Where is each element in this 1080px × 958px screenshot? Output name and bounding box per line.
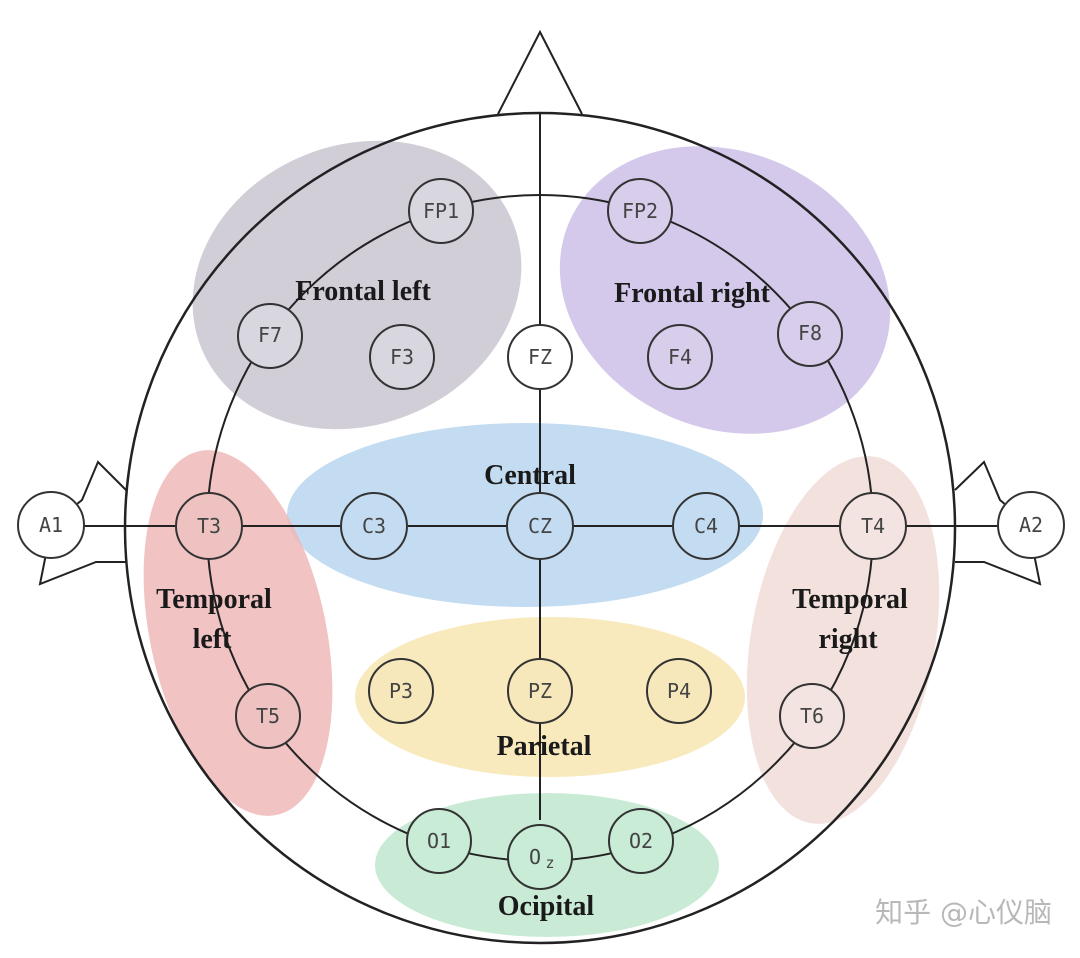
electrode-f8: F8 bbox=[777, 301, 843, 367]
svg-text:CZ: CZ bbox=[528, 514, 552, 538]
electrode-t3: T3 bbox=[175, 492, 243, 560]
label-frontal-right: Frontal right bbox=[614, 278, 770, 309]
svg-text:FZ: FZ bbox=[528, 345, 552, 369]
electrode-fp1: FP1 bbox=[408, 178, 474, 244]
svg-text:P3: P3 bbox=[389, 679, 413, 703]
label-temporal-left-line1: Temporal bbox=[156, 584, 272, 615]
electrode-fp2: FP2 bbox=[607, 178, 673, 244]
svg-text:T5: T5 bbox=[256, 704, 280, 728]
svg-text:T6: T6 bbox=[800, 704, 824, 728]
label-temporal-right-line2: right bbox=[818, 624, 878, 655]
label-central: Central bbox=[484, 460, 576, 491]
svg-text:P4: P4 bbox=[667, 679, 691, 703]
svg-text:C4: C4 bbox=[694, 514, 718, 538]
svg-text:O: O bbox=[529, 845, 541, 869]
electrode-f4: F4 bbox=[647, 324, 713, 390]
svg-text:F8: F8 bbox=[798, 321, 822, 345]
svg-text:z: z bbox=[545, 854, 554, 872]
svg-text:F4: F4 bbox=[668, 345, 692, 369]
svg-text:FP1: FP1 bbox=[423, 199, 459, 223]
svg-text:FP2: FP2 bbox=[622, 199, 658, 223]
watermark-text: 知乎 @心仪脑 bbox=[875, 896, 1052, 929]
electrode-c3: C3 bbox=[340, 492, 408, 560]
electrode-c4: C4 bbox=[672, 492, 740, 560]
electrode-t5: T5 bbox=[235, 683, 301, 749]
electrode-o1: O1 bbox=[406, 808, 472, 874]
label-temporal-left-line2: left bbox=[193, 624, 233, 655]
svg-text:F7: F7 bbox=[258, 323, 282, 347]
electrode-a2: A2 bbox=[997, 491, 1065, 559]
svg-text:A1: A1 bbox=[39, 513, 63, 537]
svg-text:T3: T3 bbox=[197, 514, 221, 538]
label-frontal-left: Frontal left bbox=[295, 276, 431, 307]
electrode-p4: P4 bbox=[646, 658, 712, 724]
electrode-f3: F3 bbox=[369, 324, 435, 390]
electrode-t4: T4 bbox=[839, 492, 907, 560]
electrode-a1: A1 bbox=[17, 491, 85, 559]
electrode-fz: FZ bbox=[507, 324, 573, 390]
label-parietal: Parietal bbox=[497, 731, 592, 762]
svg-text:A2: A2 bbox=[1019, 513, 1043, 537]
svg-text:T4: T4 bbox=[861, 514, 885, 538]
electrode-f7: F7 bbox=[237, 303, 303, 369]
svg-text:C3: C3 bbox=[362, 514, 386, 538]
electrode-t6: T6 bbox=[779, 683, 845, 749]
electrode-oz: O z bbox=[507, 824, 573, 890]
svg-text:O1: O1 bbox=[427, 829, 451, 853]
electrode-cz: CZ bbox=[506, 492, 574, 560]
svg-text:F3: F3 bbox=[390, 345, 414, 369]
svg-text:O2: O2 bbox=[629, 829, 653, 853]
label-occipital: Ocipital bbox=[498, 891, 595, 922]
electrode-p3: P3 bbox=[368, 658, 434, 724]
nose-icon bbox=[497, 29, 583, 115]
svg-text:PZ: PZ bbox=[528, 679, 552, 703]
electrode-o2: O2 bbox=[608, 808, 674, 874]
label-temporal-right-line1: Temporal bbox=[792, 584, 908, 615]
head-outline bbox=[123, 111, 957, 945]
electrode-pz: PZ bbox=[507, 658, 573, 724]
